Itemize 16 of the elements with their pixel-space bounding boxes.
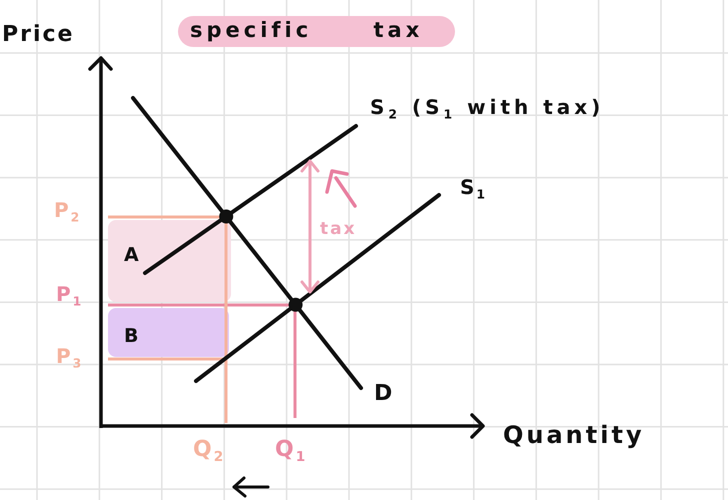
price-label: P$_{3}$ [56, 345, 84, 368]
shaded-area [108, 220, 231, 302]
area-label: B [124, 326, 138, 347]
shaded-area [108, 308, 229, 357]
area-label: A [124, 245, 139, 266]
price-label: P$_{1}$ [56, 283, 84, 306]
tax-label: tax [320, 220, 357, 240]
curve-label: D [374, 381, 394, 406]
quantity-label: Q$_{2}$ [193, 437, 226, 462]
axis-label: Quantity [503, 422, 645, 450]
title: specific tax [178, 16, 455, 47]
curve-label: S$_{2}$ (S$_{1}$ with tax) [370, 96, 604, 119]
axis-label: Price [2, 22, 74, 48]
quantity-label: Q$_{1}$ [275, 437, 308, 462]
price-label: P$_{2}$ [54, 199, 82, 222]
curve-label: S$_{1}$ [460, 176, 488, 199]
